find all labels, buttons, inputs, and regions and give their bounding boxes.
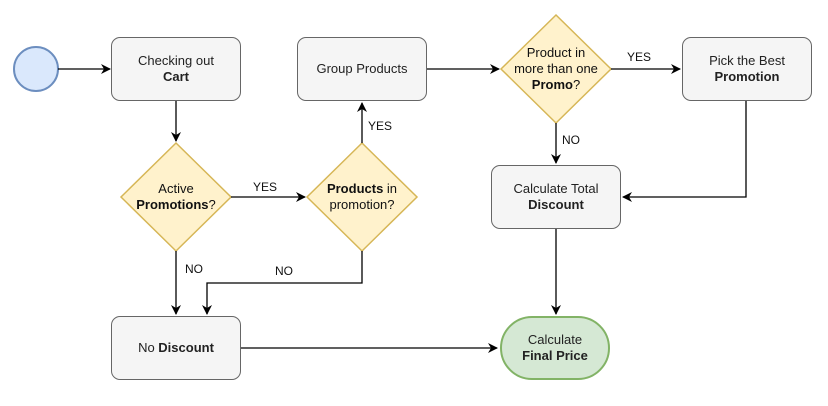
checkout-line1: Checking out: [138, 53, 214, 68]
pick-line2: Promotion: [714, 69, 780, 84]
edge-label-yes-active: YES: [253, 180, 278, 194]
edge-label-no-products: NO: [275, 264, 293, 278]
nodiscount-plain: No: [138, 340, 159, 355]
products-line2: promotion?: [329, 197, 395, 212]
checkout-line2: Cart: [162, 69, 189, 84]
multi-line1: Product in: [526, 45, 586, 60]
no-discount-box: No Discount: [111, 316, 241, 380]
pick-line1: Pick the Best: [709, 53, 785, 68]
products-line1-bold: Products: [326, 181, 384, 196]
total-line1: Calculate Total: [513, 181, 599, 196]
group-products-label: Group Products: [316, 61, 408, 76]
active-line2-bold: Promotions: [136, 197, 209, 212]
edge-pick-total: [622, 101, 747, 202]
final-line1: Calculate: [527, 332, 583, 347]
edge-label-no-active: NO: [185, 262, 203, 276]
edge-label-yes-products: YES: [368, 119, 393, 133]
edge-products-nodiscount: [202, 251, 363, 315]
edge-label-yes-multi: YES: [627, 50, 652, 64]
multi-line2: more than one: [514, 61, 598, 76]
products-line1-rest: in: [383, 181, 398, 196]
edge-label-no-multi: NO: [562, 133, 580, 147]
multi-line3-rest: ?: [572, 77, 581, 92]
edges: [58, 64, 747, 353]
nodiscount-bold: Discount: [158, 340, 214, 355]
total-line2: Discount: [528, 197, 584, 212]
group-products-box: Group Products: [297, 37, 427, 101]
final-line2: Final Price: [522, 348, 588, 363]
multi-line3-bold: Promo: [531, 77, 573, 92]
start-node: [13, 46, 59, 92]
active-line1: Active: [158, 181, 194, 196]
active-line2-rest: ?: [208, 197, 216, 212]
